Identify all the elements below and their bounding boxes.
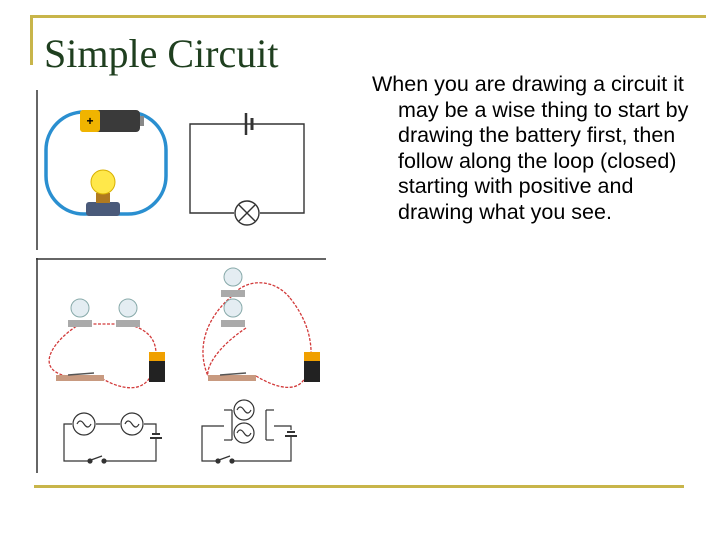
parallel-circuit-picture <box>202 267 320 389</box>
bulb-icon <box>221 298 245 327</box>
series-schematic <box>63 412 162 464</box>
schematic-series-circuit <box>189 113 305 226</box>
frame-bottom-line <box>34 485 684 488</box>
series-circuit-picture <box>48 298 165 389</box>
parallel-schematic <box>201 399 297 464</box>
bulb-icon <box>116 298 140 327</box>
bulb-icon <box>68 298 92 327</box>
switch-icon <box>208 372 256 381</box>
circuit-picture-top: + <box>36 90 318 250</box>
frame-top-line <box>30 15 706 18</box>
switch-icon <box>56 372 104 381</box>
battery-icon <box>149 352 165 382</box>
battery-plus-label: + <box>86 114 93 128</box>
frame-left-line <box>30 15 33 65</box>
circuit-picture-bottom <box>36 258 326 473</box>
slide-body-text: When you are drawing a circuit it may be… <box>372 72 689 224</box>
lit-bulb-icon <box>86 169 120 216</box>
battery-icon: + <box>80 110 144 132</box>
bulb-icon <box>221 267 245 297</box>
slide-title: Simple Circuit <box>44 31 279 76</box>
battery-icon <box>304 352 320 382</box>
